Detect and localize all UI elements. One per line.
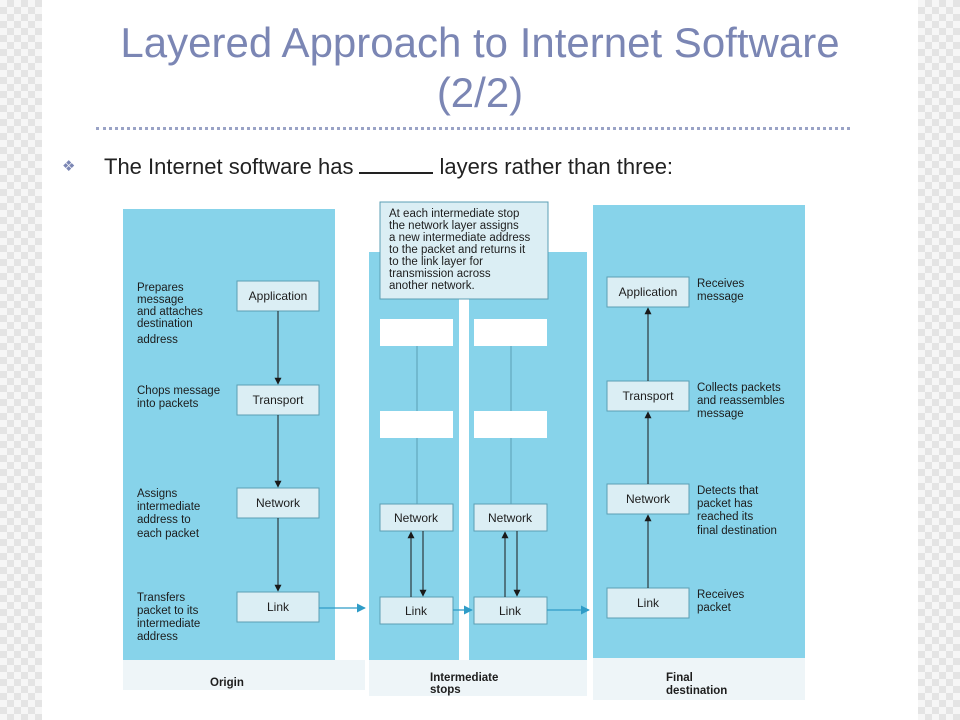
destination-caption-strip: [593, 658, 805, 700]
left-pattern-band: [0, 0, 42, 720]
intermediate-callout: [379, 201, 549, 300]
bullet-text-after: layers rather than three:: [439, 154, 674, 179]
destination-network-box: [606, 483, 690, 515]
origin-note-application: Prepares message and attaches destinatio…: [137, 282, 206, 346]
origin-note-network: Assigns intermediate address to each pac…: [137, 488, 204, 540]
origin-transport-label: Transport: [253, 393, 305, 407]
origin-caption: Origin: [210, 677, 244, 689]
intermediate-divider: [459, 252, 469, 660]
stop1-empty-slot-1: [380, 319, 453, 346]
stop1-link-label: Link: [405, 604, 428, 618]
diamond-bullet-icon: ❖: [62, 158, 76, 175]
stop1-link-box: [379, 596, 454, 625]
destination-note-application: Receives message: [697, 278, 748, 303]
bullet-point: ❖ The Internet software has layers rather…: [62, 152, 673, 180]
destination-application-box: [606, 276, 690, 308]
destination-link-label: Link: [637, 596, 660, 610]
slide-title-line1: Layered Approach to Internet Software: [120, 19, 840, 66]
title-dotted-rule: [96, 127, 850, 130]
origin-application-box: [236, 280, 320, 312]
origin-link-box: [236, 591, 320, 623]
stop1-empty-slot-2: [380, 411, 453, 438]
origin-caption-strip: [123, 660, 365, 690]
bullet-text-before: The Internet software has: [104, 154, 354, 179]
fill-in-blank: [359, 152, 434, 174]
destination-network-label: Network: [626, 492, 671, 506]
stop2-empty-slot-1: [474, 319, 547, 346]
intermediate-caption-strip: [369, 660, 587, 696]
stop2-link-label: Link: [499, 604, 522, 618]
origin-transport-box: [236, 384, 320, 416]
destination-note-link: Receives packet: [697, 589, 748, 614]
origin-note-transport: Chops message into packets: [137, 385, 223, 410]
destination-note-network: Detects that packet has reached its fina…: [697, 485, 777, 537]
right-pattern-band: [918, 0, 960, 720]
stop1-network-box: [379, 503, 454, 532]
origin-note-link: Transfers packet to its intermediate add…: [137, 592, 204, 643]
callout-text: At each intermediate stop the network la…: [389, 208, 533, 292]
layer-diagram: Origin Intermediate stops At each interm…: [121, 200, 811, 700]
stop2-empty-slot-2: [474, 411, 547, 438]
stop2-network-label: Network: [488, 511, 533, 525]
intermediate-caption: Intermediate stops: [430, 672, 502, 696]
origin-link-label: Link: [267, 600, 290, 614]
origin-network-label: Network: [256, 496, 301, 510]
destination-application-label: Application: [619, 285, 678, 299]
stop2-link-box: [473, 596, 548, 625]
slide-title: Layered Approach to Internet Software (2…: [50, 18, 910, 118]
stop2-network-box: [473, 503, 548, 532]
destination-transport-label: Transport: [623, 389, 675, 403]
destination-caption: Final destination: [666, 672, 727, 697]
destination-note-transport: Collects packets and reassembles message: [697, 382, 788, 420]
stop1-network-label: Network: [394, 511, 439, 525]
slide-title-line2: (2/2): [436, 69, 524, 116]
origin-application-label: Application: [249, 289, 308, 303]
destination-link-box: [606, 587, 690, 619]
bullet-text: The Internet software has layers rather t…: [104, 152, 673, 180]
